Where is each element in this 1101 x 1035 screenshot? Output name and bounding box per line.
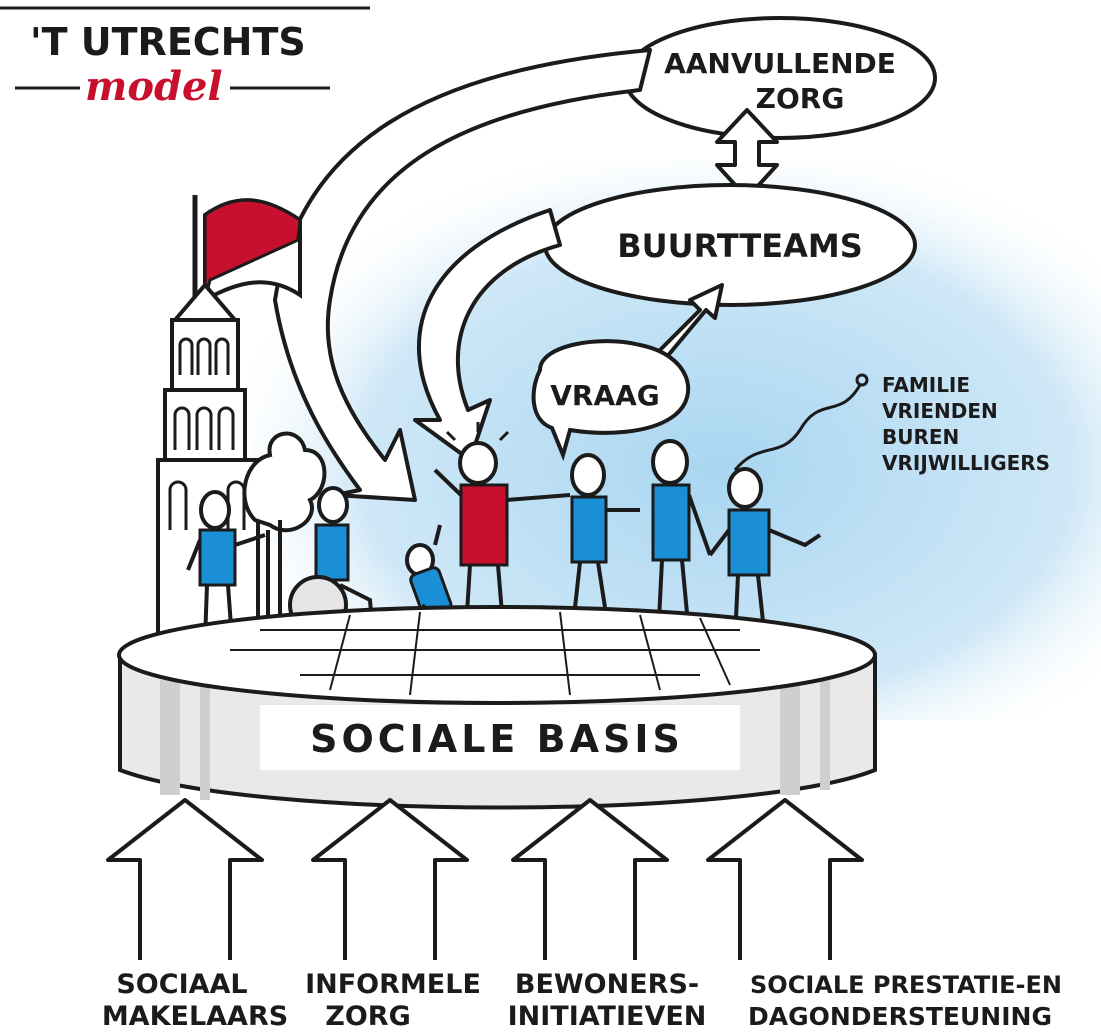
- header-title: 'T UTRECHTS: [30, 20, 306, 64]
- header-subtitle: model: [85, 63, 223, 110]
- curved-arrow-buurtteams-icon: [413, 208, 562, 462]
- person-blue-2: [570, 453, 640, 641]
- aanvullende-line2: ZORG: [756, 82, 845, 115]
- network-list: FAMILIE VRIENDEN BUREN VRIJWILLIGERS: [733, 373, 1050, 475]
- pillar-labels: SOCIAAL MAKELAARS INFORMELE ZORG BEWONER…: [102, 969, 1062, 1032]
- pillar-arrow-icon: [311, 798, 469, 960]
- pillar-label-line1: INFORMELE: [305, 969, 481, 1000]
- person-blue-4: [708, 467, 822, 641]
- pillar-arrow-icon: [511, 798, 669, 960]
- dom-tower-icon: [156, 195, 302, 647]
- header: 'T UTRECHTS model: [0, 6, 370, 110]
- network-item: VRIJWILLIGERS: [882, 451, 1050, 475]
- pillar-label-line2: ZORG: [325, 1001, 410, 1032]
- pillar-arrow-icon: [106, 798, 264, 960]
- vraag-bubble: VRAAG: [531, 283, 724, 462]
- platform-label: SOCIALE BASIS: [310, 717, 684, 761]
- network-item: BUREN: [882, 425, 959, 449]
- person-blue-3: [651, 439, 712, 646]
- pillar-label-line1: BEWONERS-: [515, 969, 699, 1000]
- person-center-red: [433, 422, 571, 651]
- network-item: VRIENDEN: [882, 399, 998, 423]
- pillar-label-line2: MAKELAARS: [102, 1001, 288, 1032]
- pillar-label-line2: DAGONDERSTEUNING: [748, 1002, 1052, 1031]
- buurtteams-bubble: BUURTTEAMS: [543, 183, 917, 307]
- aanvullende-zorg-bubble: AANVULLENDE ZORG: [623, 16, 937, 140]
- curved-arrow-zorg-icon: [273, 48, 652, 502]
- pillar-arrow-icon: [706, 798, 864, 960]
- vraag-label: VRAAG: [550, 379, 660, 412]
- pillar-label-line1: SOCIALE PRESTATIE-EN: [750, 971, 1062, 999]
- network-item: FAMILIE: [882, 373, 970, 397]
- aanvullende-line1: AANVULLENDE: [664, 47, 896, 80]
- pillar-arrows: [106, 798, 864, 960]
- person-left: [186, 490, 266, 641]
- pillar-label-line2: INITIATIEVEN: [508, 1001, 707, 1032]
- tree-icon: [242, 431, 327, 645]
- pillar-label-line1: SOCIAAL: [116, 969, 247, 1000]
- buurtteams-label: BUURTTEAMS: [617, 227, 862, 265]
- sociale-basis-platform: SOCIALE BASIS: [117, 605, 877, 810]
